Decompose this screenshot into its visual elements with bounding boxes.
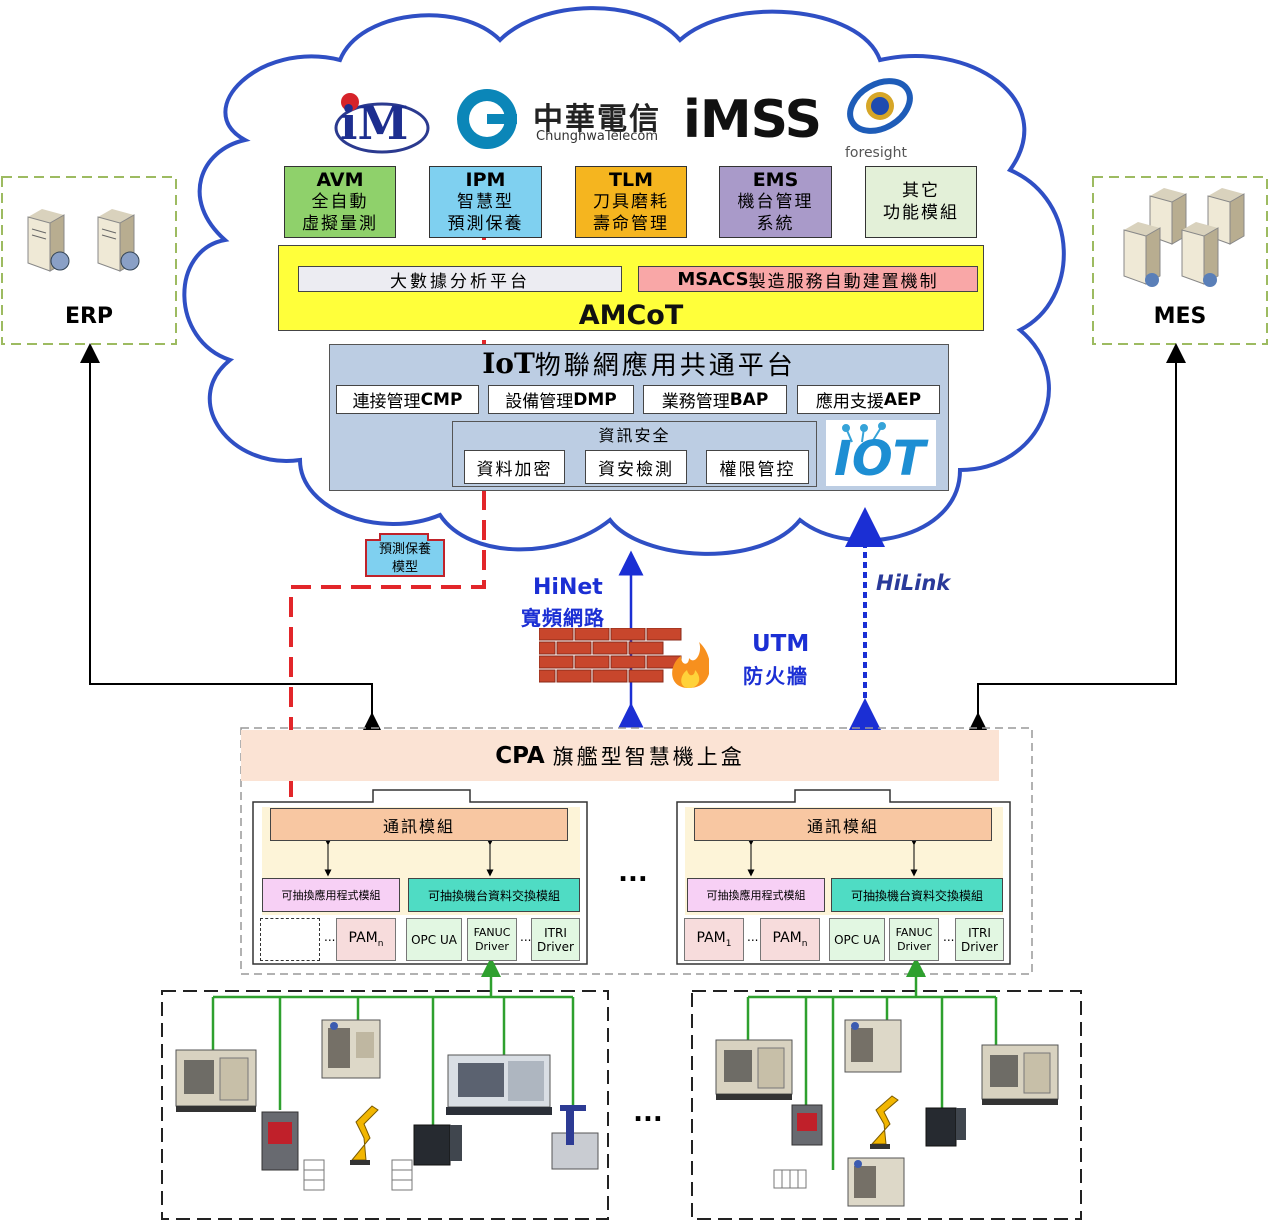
erp-link-arrow <box>80 343 382 732</box>
security-encryption[interactable]: 資料加密 <box>464 450 565 484</box>
pam-n-1[interactable]: PAMn <box>336 918 396 961</box>
module-tlm[interactable]: TLM 刀具磨耗 壽命管理 <box>575 166 687 238</box>
app-module-1[interactable]: 可抽換應用程式模組 <box>262 878 400 912</box>
hinet-label: HiNet <box>533 575 603 600</box>
pam-ellipsis-2: ... <box>747 930 759 944</box>
machine-group-ellipsis: ... <box>633 1098 663 1128</box>
module-other[interactable]: 其它 功能模組 <box>865 166 977 238</box>
security-access-control[interactable]: 權限管控 <box>706 450 809 484</box>
hinet-sub: 寬頻網路 <box>521 606 605 630</box>
driver-ellipsis-2: ... <box>943 930 955 944</box>
driver-fanuc-2[interactable]: FANUC Driver <box>889 918 939 961</box>
utm-sub: 防火牆 <box>743 664 809 688</box>
im-logo: iM <box>330 84 430 156</box>
server-cluster-icon <box>1118 184 1258 298</box>
chunghwa-en: ChunghwaTelecom <box>536 129 658 144</box>
imss-logo: iMSS <box>683 90 822 150</box>
bigdata-platform[interactable]: 大數據分析平台 <box>298 266 622 292</box>
erp-label: ERP <box>64 303 114 329</box>
security-title: 資訊安全 <box>598 426 671 445</box>
comm-module-2[interactable]: 通訊模組 <box>694 808 992 841</box>
app-module-2[interactable]: 可抽換應用程式模組 <box>687 878 825 912</box>
driver-opcua-2[interactable]: OPC UA <box>829 918 885 961</box>
data-module-2[interactable]: 可抽換機台資料交換模組 <box>831 878 1003 912</box>
iot-circuit-icon <box>842 422 886 443</box>
machine-group-1-frame <box>161 990 609 1220</box>
pam-slot-empty[interactable] <box>260 918 320 961</box>
module-ems[interactable]: EMS 機台管理 系統 <box>719 166 832 238</box>
module-ipm[interactable]: IPM 智慧型 預測保養 <box>429 166 542 238</box>
security-group <box>452 421 817 487</box>
machine-group-2-frame <box>691 990 1082 1220</box>
utm-label: UTM <box>752 631 810 657</box>
pam-n-2[interactable]: PAMn <box>760 918 820 961</box>
erp-frame <box>1 176 177 345</box>
server-icon <box>24 205 152 281</box>
box-ellipsis: ... <box>618 858 648 888</box>
pam-ellipsis-1: ... <box>324 930 336 944</box>
foresight-text: foresight <box>845 145 907 161</box>
network-lines-2 <box>746 957 998 1170</box>
amcot-title: AMCoT <box>578 299 684 331</box>
mes-link-arrow <box>968 343 1186 732</box>
mes-label: MES <box>1153 303 1207 329</box>
hilink-label: HiLink <box>876 571 951 595</box>
mes-frame <box>1092 176 1268 345</box>
iot-logo: IOT <box>826 420 936 486</box>
pm-model-tag[interactable]: 預測保養 模型 <box>362 532 448 578</box>
data-module-1[interactable]: 可抽換機台資料交換模組 <box>408 878 580 912</box>
firewall-icon <box>538 627 710 696</box>
foresight-logo-icon <box>840 64 922 140</box>
driver-itri-1[interactable]: ITRI Driver <box>531 918 580 961</box>
chunghwa-logo-icon <box>454 86 520 152</box>
security-audit[interactable]: 資安檢測 <box>585 450 687 484</box>
comm-module-1[interactable]: 通訊模組 <box>270 808 568 841</box>
driver-opcua-1[interactable]: OPC UA <box>406 918 462 961</box>
module-avm[interactable]: AVM 全自動 虛擬量測 <box>284 166 396 238</box>
chunghwa-name: 中華電信 <box>533 102 661 137</box>
network-lines-1 <box>211 957 575 1125</box>
driver-fanuc-1[interactable]: FANUC Driver <box>467 918 517 961</box>
pam-1-2[interactable]: PAM1 <box>684 918 744 961</box>
driver-itri-2[interactable]: ITRI Driver <box>955 918 1004 961</box>
driver-ellipsis-1: ... <box>520 930 532 944</box>
cpa-frame <box>240 727 1033 975</box>
